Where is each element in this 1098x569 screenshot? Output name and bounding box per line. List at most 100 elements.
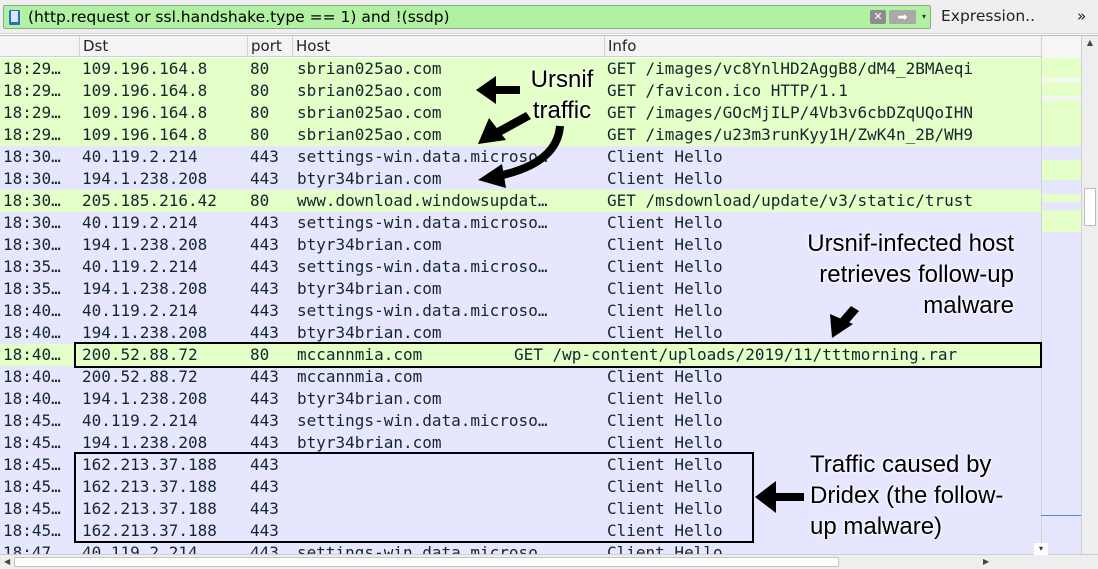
- packet-info-cell: Client Hello: [607, 499, 723, 518]
- packet-port-cell: 443: [250, 455, 279, 474]
- packet-dst-cell: 40.119.2.214: [82, 301, 198, 320]
- packet-info-cell: Client Hello: [607, 389, 723, 408]
- expression-button[interactable]: Expression..: [941, 7, 1035, 25]
- column-header-info[interactable]: Info: [604, 36, 1081, 57]
- packet-dst-cell: 162.213.37.188: [82, 521, 217, 540]
- clear-filter-icon[interactable]: ✕: [870, 10, 886, 24]
- packet-port-cell: 443: [250, 499, 279, 518]
- packet-port-cell: 80: [250, 59, 270, 78]
- packet-info-cell: Client Hello: [607, 213, 723, 232]
- packet-port-cell: 443: [250, 411, 279, 430]
- packet-row[interactable]: 18:45… 162.213.37.188 443 Client Hello: [0, 498, 1041, 520]
- packet-time-cell: 18:35…: [3, 257, 61, 276]
- scroll-left-icon[interactable]: ◀: [4, 557, 11, 566]
- packet-host-cell: settings-win.data.microso…: [297, 411, 548, 430]
- toolbar-overflow-button[interactable]: »: [1077, 7, 1087, 25]
- packet-time-cell: 18:35…: [3, 279, 61, 298]
- packet-rows: 18:29… 109.196.164.8 80 sbrian025ao.com GET …: [0, 58, 1041, 554]
- packet-info-cell: GET /images/vc8YnlHD2AggB8/dM4_2BMAeqi: [607, 59, 974, 78]
- packet-port-cell: 443: [250, 301, 279, 320]
- packet-dst-cell: 194.1.238.208: [82, 235, 208, 254]
- packet-info-cell: Client Hello: [607, 367, 723, 386]
- followup-malware-note: Ursnif-infected host retrieves follow-up…: [760, 228, 1014, 321]
- apply-filter-icon[interactable]: ➡: [889, 10, 916, 24]
- packet-time-cell: 18:30…: [3, 169, 61, 188]
- column-header-host[interactable]: Host: [292, 36, 604, 57]
- packet-time-cell: 18:45…: [3, 455, 61, 474]
- packet-host-cell: sbrian025ao.com: [297, 103, 442, 122]
- packet-host-cell: btyr34brian.com: [297, 433, 442, 452]
- vertical-scrollbar[interactable]: ▲: [1081, 36, 1098, 554]
- column-header-dst[interactable]: Dst: [79, 36, 247, 57]
- packet-dst-cell: 40.119.2.214: [82, 213, 198, 232]
- ursnif-note-line: Ursnif: [530, 66, 594, 93]
- filter-expression-text[interactable]: (http.request or ssl.handshake.type == 1…: [28, 8, 450, 26]
- column-header-port[interactable]: port: [247, 36, 292, 57]
- packet-dst-cell: 40.119.2.214: [82, 411, 198, 430]
- packet-time-cell: 18:45…: [3, 521, 61, 540]
- ursnif-note-line: traffic: [532, 97, 592, 124]
- packet-port-cell: 443: [250, 543, 279, 554]
- packet-time-cell: 18:30…: [3, 147, 61, 166]
- vertical-scroll-thumb[interactable]: [1084, 188, 1096, 226]
- packet-host-cell: mccannmia.com: [297, 367, 423, 386]
- packet-time-cell: 18:45…: [3, 499, 61, 518]
- packet-port-cell: 443: [250, 235, 279, 254]
- dridex-note-line: Dridex (the follow-: [810, 482, 1004, 509]
- horizontal-scroll-thumb[interactable]: [14, 557, 839, 567]
- packet-time-cell: 18:29…: [3, 103, 61, 122]
- packet-info-cell: Client Hello: [607, 323, 723, 342]
- column-header-time[interactable]: [0, 36, 79, 57]
- packet-port-cell: 443: [250, 521, 279, 540]
- packet-time-cell: 18:45…: [3, 477, 61, 496]
- minimap-stripe: [1042, 180, 1082, 194]
- packet-port-cell: 80: [250, 103, 270, 122]
- scroll-right-icon[interactable]: ▶: [983, 557, 990, 566]
- packet-dst-cell: 200.52.88.72: [82, 345, 198, 364]
- packet-time-cell: 18:45…: [3, 433, 61, 452]
- scroll-corner-dropdown-icon[interactable]: ▾: [1034, 543, 1048, 555]
- minimap-stripe: [1042, 146, 1082, 160]
- display-filter-input[interactable]: (http.request or ssl.handshake.type == 1…: [3, 5, 931, 29]
- minimap-stripe: [1042, 100, 1082, 146]
- packet-port-cell: 443: [250, 323, 279, 342]
- packet-host-cell: btyr34brian.com: [297, 235, 442, 254]
- packet-time-cell: 18:40…: [3, 323, 61, 342]
- packet-dst-cell: 194.1.238.208: [82, 169, 208, 188]
- packet-time-cell: 18:29…: [3, 81, 61, 100]
- packet-dst-cell: 194.1.238.208: [82, 323, 208, 342]
- horizontal-scrollbar[interactable]: ◀ ▶ ▾: [0, 543, 1098, 569]
- packet-info-cell: Client Hello: [607, 543, 723, 554]
- packet-dst-cell: 109.196.164.8: [82, 81, 208, 100]
- packet-dst-cell: 162.213.37.188: [82, 499, 217, 518]
- scroll-up-icon[interactable]: ▲: [1086, 38, 1094, 47]
- packet-host-cell: settings-win.data.microso…: [297, 543, 548, 554]
- bookmark-icon[interactable]: [9, 10, 20, 25]
- packet-host-cell: settings-win.data.microso…: [297, 147, 548, 166]
- packet-minimap[interactable]: [1041, 36, 1082, 554]
- filter-history-dropdown-icon[interactable]: ▾: [921, 12, 926, 21]
- packet-time-cell: 18:30…: [3, 213, 61, 232]
